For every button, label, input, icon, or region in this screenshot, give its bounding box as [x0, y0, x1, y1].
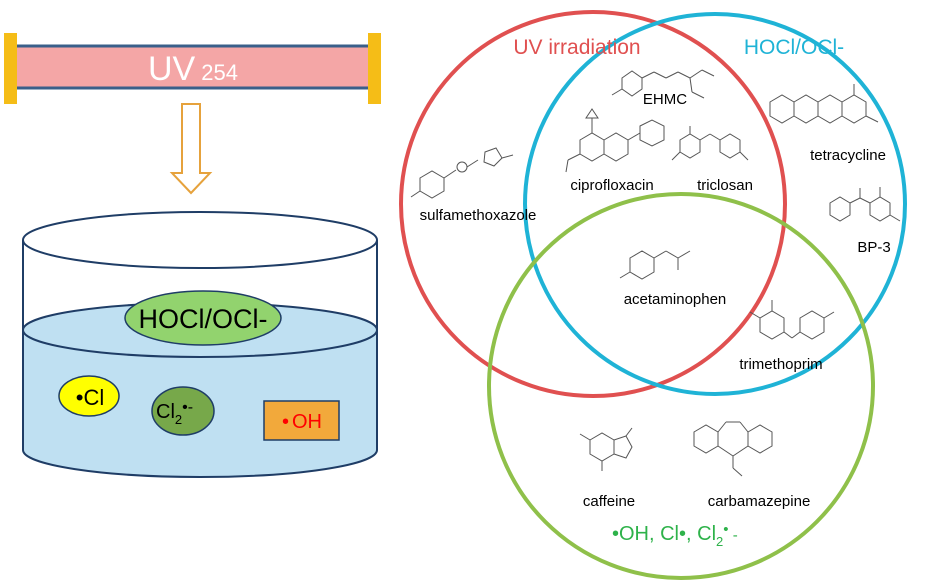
tetracycline-structure-icon [769, 84, 879, 124]
lamp-cap-right [368, 33, 381, 104]
ciprofloxacin-structure-icon [565, 108, 665, 173]
label-triclosan: triclosan [697, 177, 753, 194]
reactor-vessel: HOCl/OCl- •Cl Cl2•- •OH [22, 211, 378, 478]
label-carbamazepine: carbamazepine [708, 493, 811, 510]
label-caffeine: caffeine [583, 493, 635, 510]
cl-radical-bubble [58, 375, 120, 417]
uv-irradiation-circle [399, 10, 787, 398]
radical-circle [487, 192, 875, 580]
cl-radical-label: •Cl [76, 385, 104, 410]
vessel-top-rim [22, 211, 378, 269]
down-arrow-icon [169, 103, 213, 195]
carbamazepine-structure-icon [693, 421, 773, 477]
uv-irradiation-label: UV irradiation [513, 36, 640, 59]
cl2-radical-bubble [151, 386, 215, 436]
oxidant-bubble [124, 290, 282, 346]
label-ciprofloxacin: ciprofloxacin [570, 177, 653, 194]
label-ehmc: EHMC [643, 91, 687, 108]
label-trimethoprim: trimethoprim [739, 356, 822, 373]
caffeine-structure-icon [579, 427, 633, 471]
label-tetracycline: tetracycline [810, 147, 886, 164]
ehmc-structure-icon [611, 69, 715, 99]
sulfamethoxazole-structure-icon [410, 147, 514, 199]
vessel-bottom-rim [22, 449, 378, 478]
label-sulfamethoxazole: sulfamethoxazole [420, 207, 537, 224]
oh-radical-label: •OH [282, 411, 322, 433]
radical-label: •OH, Cl•, Cl2• - [612, 521, 738, 549]
cl2-radical-label: Cl2•- [156, 399, 193, 427]
lamp-cap-left [4, 33, 17, 104]
label-acetaminophen: acetaminophen [624, 291, 727, 308]
oxidant-label: HOCl/OCl- [139, 304, 268, 334]
oh-radical-box [263, 400, 340, 441]
acetaminophen-structure-icon [619, 250, 691, 280]
chlorine-circle [523, 12, 907, 396]
triclosan-structure-icon [671, 126, 749, 161]
bp3-structure-icon [829, 187, 901, 222]
label-bp3: BP-3 [857, 239, 890, 256]
trimethoprim-structure-icon [749, 300, 835, 340]
chlorine-label: HOCl/OCl- [744, 36, 844, 59]
